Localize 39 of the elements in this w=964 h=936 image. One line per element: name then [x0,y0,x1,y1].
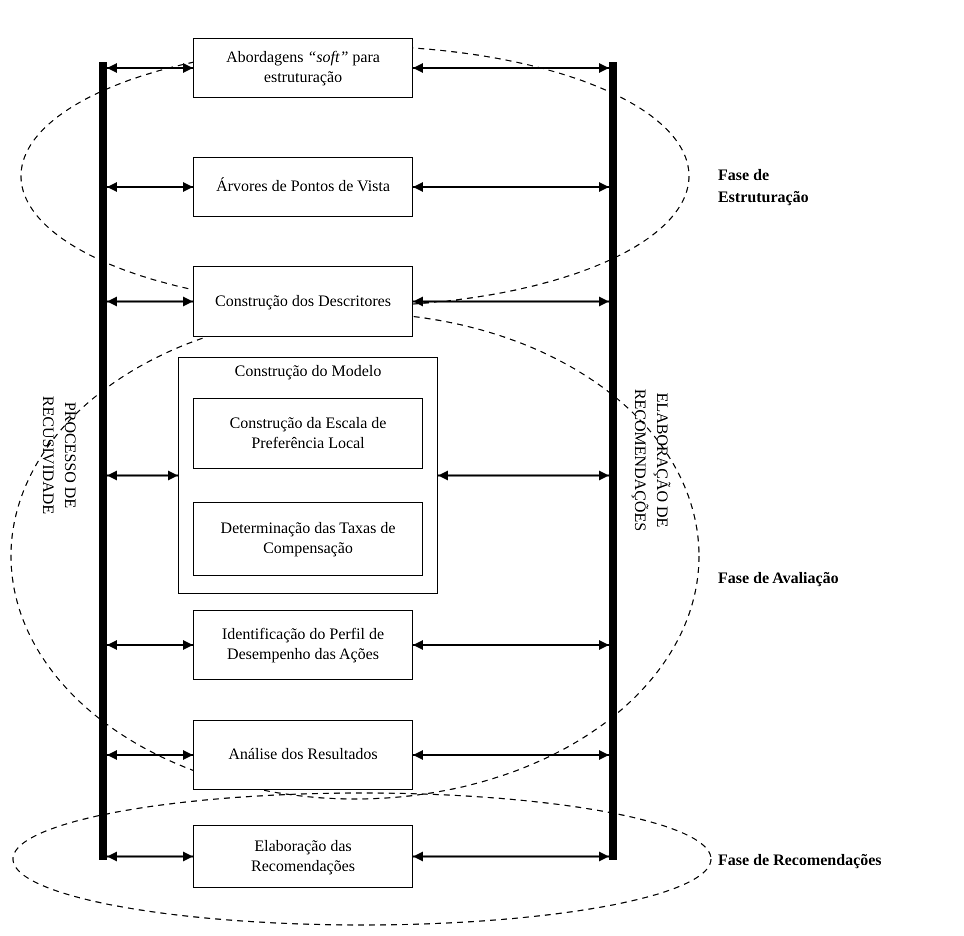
double-arrow [107,63,193,73]
double-arrow [107,852,193,862]
vertical-label: PROCESSO DE RECUSIVIDADE [38,394,79,516]
double-arrow [438,470,609,480]
vertical-bar [609,62,617,860]
double-arrow [413,852,609,862]
process-box [193,398,423,469]
double-arrow [413,63,609,73]
double-arrow [107,296,193,306]
vertical-bar [99,62,107,860]
box-label: Análise dos Resultados [228,745,378,765]
double-arrow [413,750,609,760]
double-arrow [413,296,609,306]
box-label: Identificação do Perfil de Desempenho das Ações [220,625,386,665]
double-arrow [107,182,193,192]
double-arrow [107,640,193,650]
double-arrow [107,750,193,760]
phase-label: Fase de Estruturação [718,166,810,208]
box-label: Abordagens “soft” para estruturação [225,48,381,88]
box-label: Construção da Escala de Preferência Local [228,414,388,454]
box-label: Elaboração das Recomendações [250,836,356,876]
process-box [193,720,413,790]
process-box [193,502,423,576]
phase-label: Fase de Recomendações [718,851,883,871]
phase-label: Fase de Avaliação [718,569,840,589]
box-label: Construção dos Descritores [215,292,391,312]
process-box [193,610,413,680]
box-label: Determinação das Taxas de Compensação [220,519,396,559]
group-box [178,357,438,594]
box-label: Árvores de Pontos de Vista [216,177,390,197]
double-arrow [413,182,609,192]
process-box [193,825,413,888]
process-box [193,38,413,98]
group-title: Construção do Modelo [234,362,382,382]
double-arrow [413,640,609,650]
vertical-label: ELABORAÇÃO DE RECOMENDAÇÕES [630,388,672,534]
process-box [193,266,413,337]
process-box [193,157,413,217]
double-arrow [107,470,178,480]
